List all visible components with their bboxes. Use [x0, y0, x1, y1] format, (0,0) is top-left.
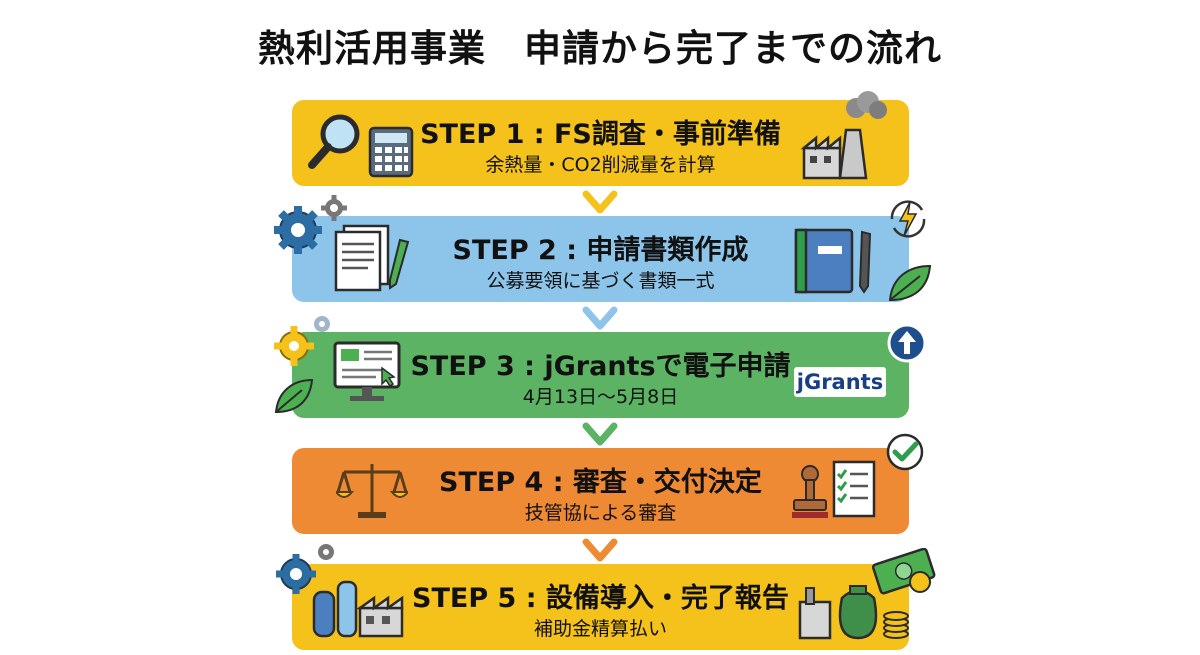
stamp-checklist-icon	[792, 460, 876, 518]
step-4-title: STEP 4 : 審査・交付決定	[439, 467, 762, 498]
gears-icon	[274, 195, 347, 254]
step-2-title: STEP 2 : 申請書類作成	[452, 235, 749, 266]
factory-smoke-icon	[800, 91, 887, 180]
calculator-icon	[368, 126, 414, 178]
upload-arrow-icon	[887, 323, 927, 363]
leaf-icon	[274, 378, 314, 414]
arrow-down-icon	[582, 422, 618, 446]
arrow-down-icon	[582, 306, 618, 330]
gears-icon	[276, 544, 334, 594]
step-2-subtitle: 公募要領に基づく書類一式	[486, 270, 715, 292]
leaf-icon	[888, 264, 932, 302]
scales-icon	[336, 464, 408, 518]
step-1-subtitle: 余熱量・CO2削減量を計算	[485, 154, 716, 176]
page-title: 熱利活用事業 申請から完了までの流れ	[258, 27, 942, 70]
document-pen-icon	[334, 224, 410, 292]
step-5-title: STEP 5 : 設備導入・完了報告	[412, 583, 789, 614]
step-5-subtitle: 補助金精算払い	[533, 618, 667, 640]
step-4-subtitle: 技管協による審査	[524, 502, 677, 524]
magnifier-icon	[308, 114, 360, 169]
binder-pen-icon	[794, 228, 872, 294]
factory-icon	[312, 580, 404, 638]
monitor-cursor-icon	[333, 341, 401, 401]
arrow-down-icon	[582, 538, 618, 562]
money-bag-icon	[798, 548, 936, 640]
gears-icon	[274, 316, 330, 366]
jgrants-logo: jGrants	[794, 367, 886, 397]
step-1-title: STEP 1 : FS調査・事前準備	[420, 119, 781, 150]
arrow-down-icon	[582, 190, 618, 214]
energy-cycle-icon	[890, 200, 926, 238]
checkmark-icon	[886, 433, 924, 471]
step-3-title: STEP 3 : jGrantsで電子申請	[410, 351, 791, 382]
step-3-subtitle: 4月13日～5月8日	[522, 386, 679, 408]
